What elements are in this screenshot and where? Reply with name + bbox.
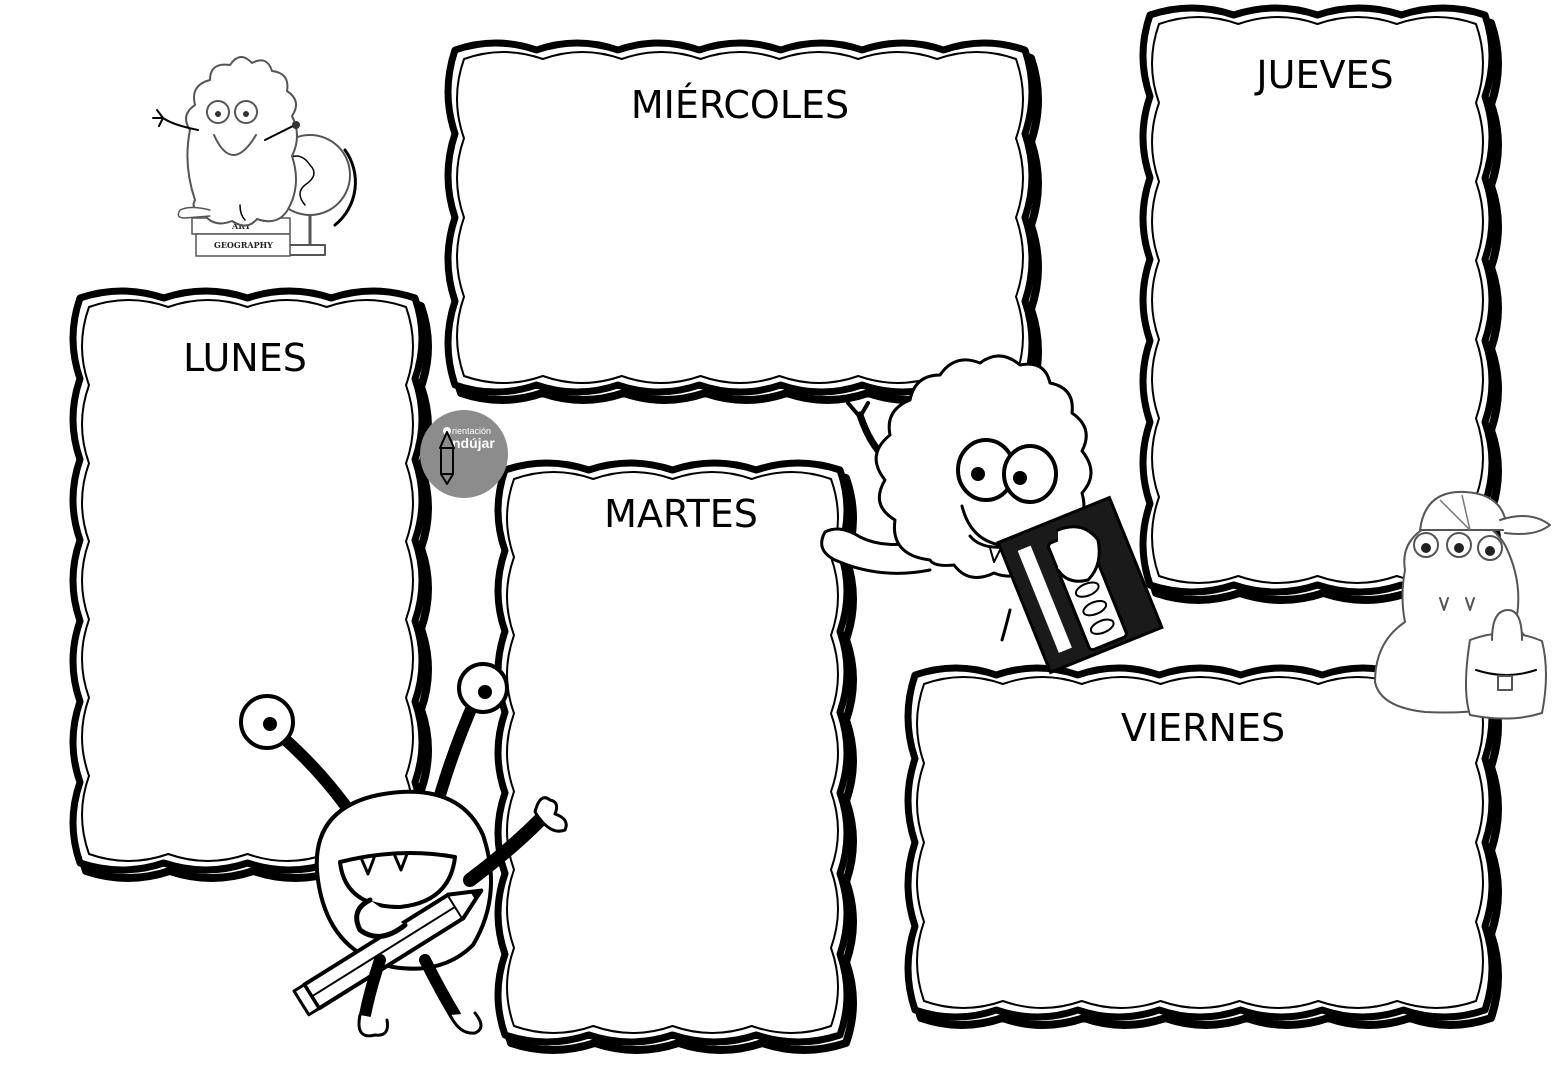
antenna-monster-pencil-illustration [239, 662, 568, 1038]
day-frames [69, 4, 1502, 1054]
frame-friday-inner-line [916, 676, 1484, 1009]
label-friday: VIERNES [1121, 706, 1285, 750]
label-monday: LUNES [183, 336, 307, 380]
frame-monday [69, 287, 432, 882]
furry-monster-globe-illustration: ART GEOGRAPHY [152, 56, 357, 257]
frame-tuesday [494, 459, 857, 1054]
frame-friday [904, 664, 1502, 1029]
watermark-line1: rientación [452, 426, 491, 436]
book-label-bottom: GEOGRAPHY [214, 240, 273, 250]
label-thursday: JUEVES [1254, 53, 1393, 97]
watermark-badge: rientación ndújar [420, 410, 508, 498]
watermark-line2: ndújar [452, 435, 495, 451]
pencil-icon [440, 447, 454, 475]
frame-tuesday-outline [494, 459, 851, 1046]
label-tuesday: MARTES [604, 492, 758, 536]
frame-tuesday-inner-line [506, 471, 839, 1034]
three-eyed-monster-backpack-illustration [1374, 490, 1551, 720]
frame-friday-outline [904, 664, 1496, 1021]
furry-monster-notebook-illustration [820, 354, 1164, 675]
frame-thursday [1139, 4, 1502, 604]
label-wednesday: MIÉRCOLES [631, 83, 849, 127]
